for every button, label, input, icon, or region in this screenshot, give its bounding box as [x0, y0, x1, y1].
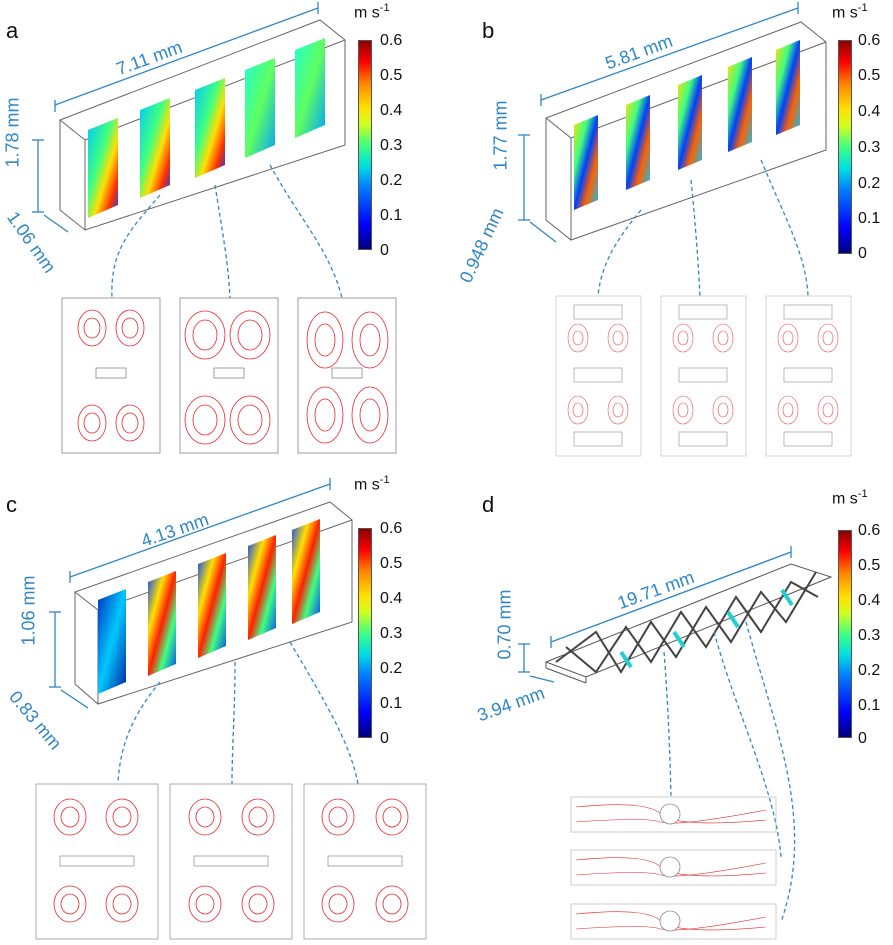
tick: 0.6	[858, 32, 881, 49]
panel-c: c	[0, 472, 446, 944]
tick: 0.3	[380, 137, 403, 154]
panel-b-geometry	[518, 2, 852, 457]
tick: 0.2	[380, 172, 403, 189]
height-dimension-a: 1.78 mm	[2, 97, 23, 168]
tick: 0.3	[380, 625, 403, 642]
panel-a-geometry	[32, 2, 397, 454]
tick: 0.1	[858, 697, 881, 714]
height-dimension-d: 0.70 mm	[494, 589, 515, 660]
tick: 0.1	[858, 210, 881, 227]
panel-label-c: c	[6, 492, 17, 517]
colorbar-b	[838, 40, 852, 254]
colorbar-unit-a: m s-1	[354, 2, 390, 22]
tick: 0	[858, 730, 867, 747]
panel-b: b	[446, 0, 892, 472]
panel-label-d: d	[482, 492, 495, 517]
tick: 0.5	[858, 557, 881, 574]
tick: 0.5	[858, 67, 881, 84]
tick: 0	[380, 242, 389, 259]
tick: 0.4	[380, 102, 403, 119]
tick: 0.4	[380, 590, 403, 607]
tick: 0.4	[858, 592, 881, 609]
height-dimension-c: 1.06 mm	[18, 575, 39, 646]
tick: 0.6	[380, 520, 403, 537]
tick: 0	[380, 730, 389, 747]
tick: 0.2	[380, 660, 403, 677]
colorbar-unit-c: m s-1	[354, 474, 390, 494]
height-dimension-b: 1.77 mm	[490, 100, 511, 171]
tick: 0.2	[858, 175, 881, 192]
tick: 0.6	[380, 32, 403, 49]
panel-c-geometry	[35, 478, 427, 940]
panel-d: d	[446, 472, 892, 944]
tick: 0.4	[858, 103, 881, 120]
tick: 0.1	[380, 695, 403, 712]
colorbar-d	[838, 530, 852, 738]
panel-d-geometry	[518, 546, 833, 940]
tick: 0.3	[858, 139, 881, 156]
tick: 0.2	[858, 662, 881, 679]
colorbar-unit-d: m s-1	[832, 488, 868, 508]
colorbar-c	[358, 528, 372, 738]
colorbar-a	[358, 40, 372, 250]
colorbar-unit-b: m s-1	[832, 2, 868, 22]
tick: 0.3	[858, 627, 881, 644]
tick: 0.1	[380, 207, 403, 224]
panel-label-b: b	[482, 18, 495, 43]
tick: 0	[858, 245, 867, 262]
tick: 0.6	[858, 522, 881, 539]
panel-label-a: a	[6, 18, 19, 43]
panel-a: a	[0, 0, 446, 472]
tick: 0.5	[380, 555, 403, 572]
tick: 0.5	[380, 67, 403, 84]
